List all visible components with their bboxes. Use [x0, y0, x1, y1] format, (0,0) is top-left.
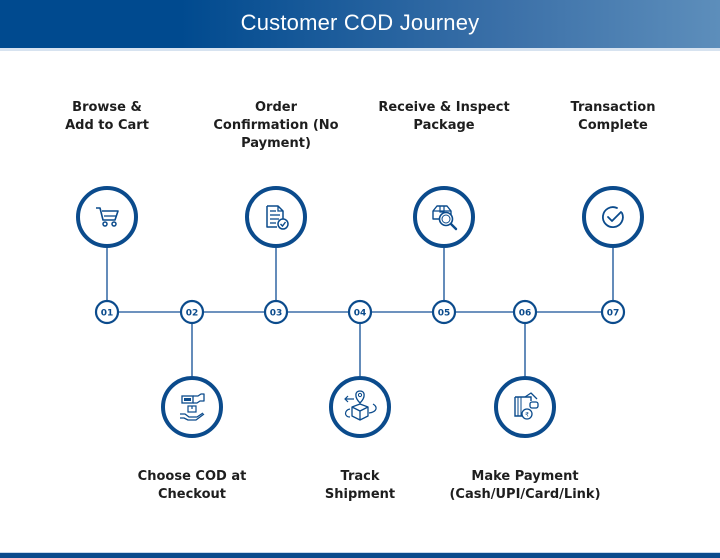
step-node-03: 03 — [263, 299, 289, 325]
document-check-icon — [266, 205, 289, 230]
step-label-06: Make Payment (Cash/UPI/Card/Link) — [440, 468, 610, 504]
step-label-02: Choose COD at Checkout — [107, 468, 277, 504]
step-node-02: 02 — [179, 299, 205, 325]
step-node-07: 07 — [600, 299, 626, 325]
step-label-line: Make Payment — [471, 469, 579, 484]
step-label-line: Package — [413, 118, 475, 133]
step-number: 04 — [354, 308, 367, 318]
step-circle — [329, 376, 391, 438]
step-number: 05 — [438, 308, 451, 318]
header-divider — [0, 48, 720, 51]
step-circle — [76, 186, 138, 248]
step-icon-circle-07 — [582, 186, 644, 248]
step-node-circle — [263, 299, 289, 325]
step-circle — [494, 376, 556, 438]
step-circle — [245, 186, 307, 248]
step-number: 06 — [519, 308, 532, 318]
step-label-line: Track — [340, 469, 380, 484]
step-number: 03 — [270, 308, 283, 318]
step-circle — [582, 186, 644, 248]
step-label-line: Receive & Inspect — [378, 100, 510, 115]
step-icon-circle-06: ₹ — [494, 376, 556, 438]
footer-divider — [0, 552, 720, 553]
step-label-line: Transaction — [570, 100, 656, 115]
step-icon-circle-04 — [329, 376, 391, 438]
step-number: 02 — [186, 308, 199, 318]
step-node-06: 06 — [512, 299, 538, 325]
package-location-icon — [344, 390, 377, 421]
step-node-05: 05 — [431, 299, 457, 325]
check-circle-icon — [601, 206, 624, 229]
step-label-line: Add to Cart — [65, 118, 149, 133]
shopping-cart-icon — [96, 207, 119, 227]
step-node-circle — [179, 299, 205, 325]
svg-text:₹: ₹ — [525, 412, 529, 419]
page-title: Customer COD Journey — [240, 10, 480, 35]
step-label-line: Browse & — [72, 100, 142, 115]
step-number: 01 — [101, 308, 114, 318]
step-label-line: Shipment — [324, 487, 396, 502]
step-label-line: Order — [255, 100, 297, 115]
step-node-04: 04 — [347, 299, 373, 325]
step-label-01: Browse & Add to Cart — [22, 99, 192, 135]
step-icon-circle-03 — [245, 186, 307, 248]
step-node-circle — [512, 299, 538, 325]
cash-hand-icon — [180, 393, 205, 421]
step-label-line: Choose COD at — [137, 469, 247, 484]
step-node-circle — [600, 299, 626, 325]
step-label-line: Complete — [578, 118, 648, 133]
step-node-circle — [94, 299, 120, 325]
step-label-line: Confirmation (No — [213, 118, 339, 133]
step-label-line: (Cash/UPI/Card/Link) — [449, 487, 601, 502]
step-icon-circle-05 — [413, 186, 475, 248]
wallet-payment-icon: ₹ — [514, 392, 539, 420]
step-node-circle — [431, 299, 457, 325]
step-number: 07 — [607, 308, 620, 318]
footer-bar — [0, 553, 720, 558]
step-node-01: 01 — [94, 299, 120, 325]
step-node-circle — [347, 299, 373, 325]
step-label-line: Checkout — [157, 487, 226, 502]
step-label-line: Payment) — [241, 136, 311, 151]
header-banner: Customer COD Journey — [0, 0, 720, 48]
package-search-icon — [432, 205, 458, 231]
step-icon-circle-01 — [76, 186, 138, 248]
step-icon-circle-02 — [161, 376, 223, 438]
